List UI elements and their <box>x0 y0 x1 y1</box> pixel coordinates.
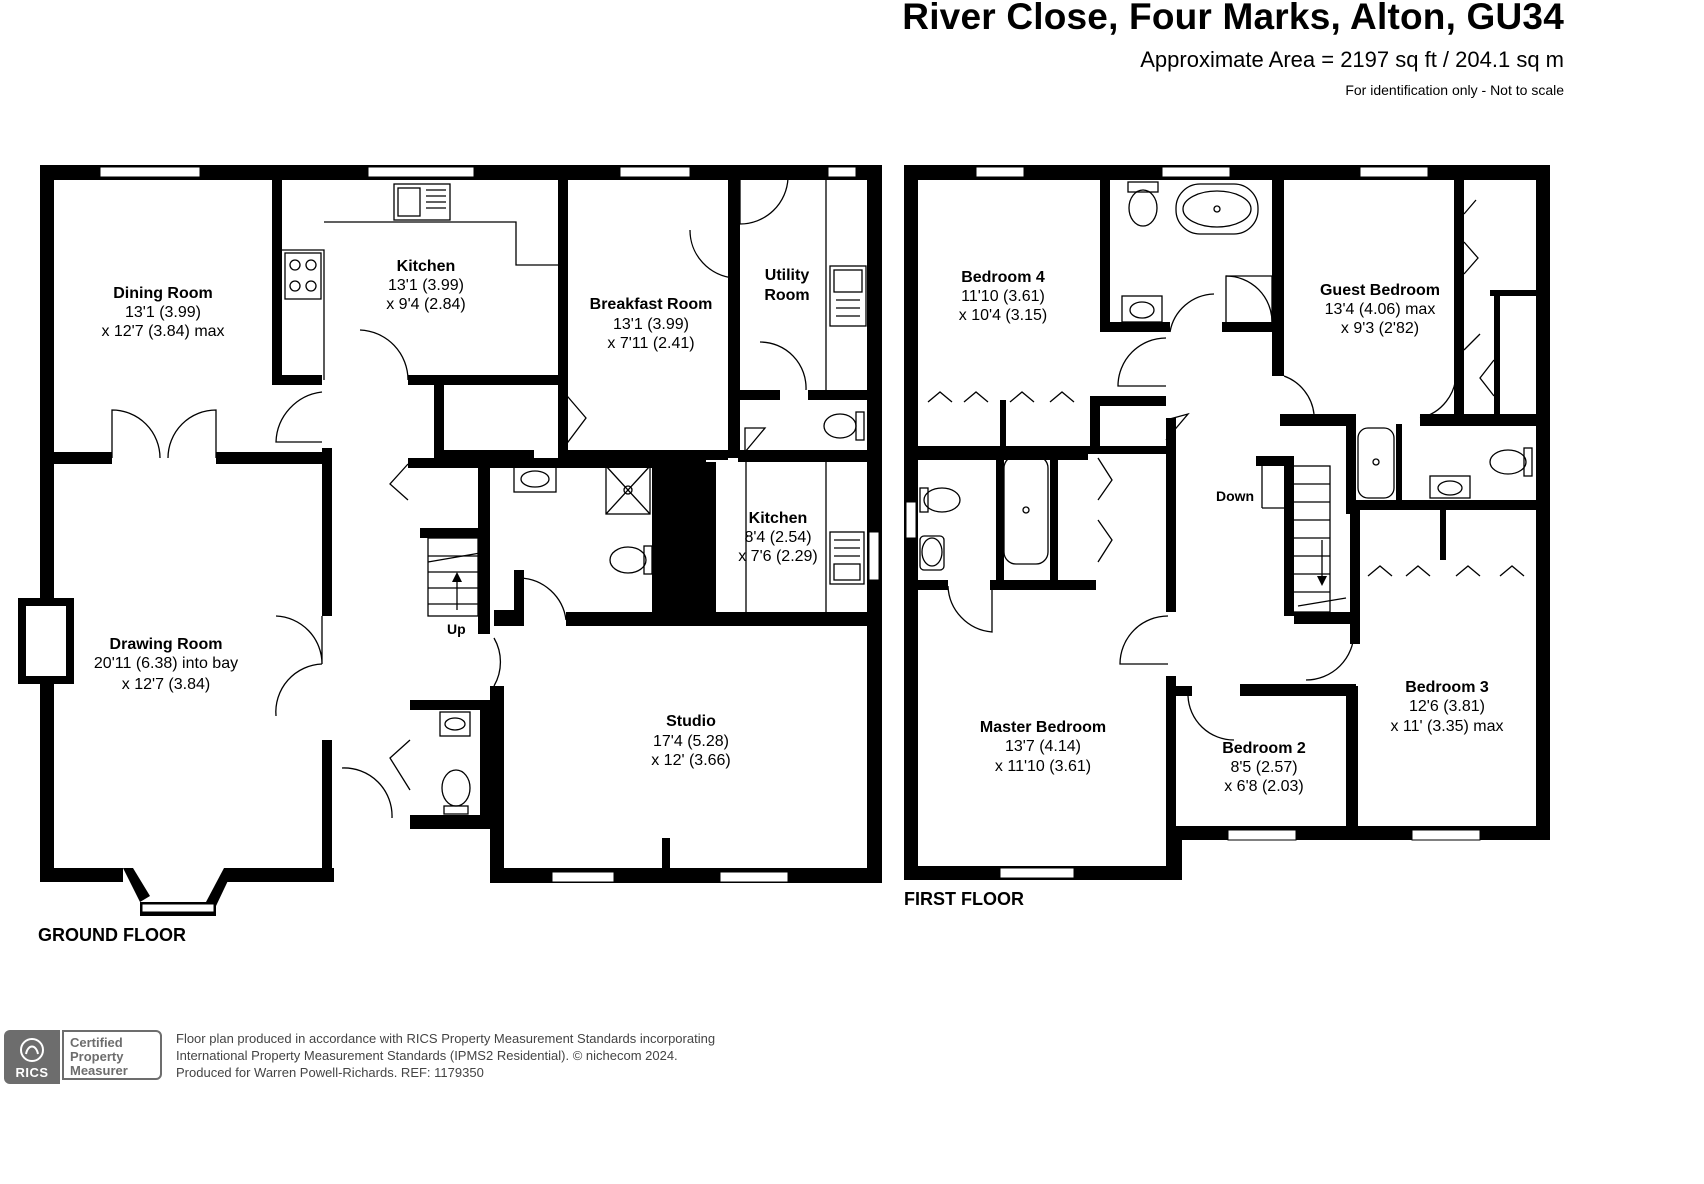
svg-text:Room: Room <box>764 287 809 304</box>
floor-plan-drawing: Dining Room 13'1 (3.99) x 12'7 (3.84) ma… <box>18 165 1550 945</box>
approximate-area: Approximate Area = 2197 sq ft / 204.1 sq… <box>1140 47 1564 72</box>
label-dining-room: Dining Room <box>113 285 213 302</box>
label-bedroom-4: Bedroom 4 <box>961 269 1045 286</box>
label-master-bedroom: Master Bedroom <box>980 719 1106 736</box>
dim-bedroom4-2: x 10'4 (3.15) <box>959 307 1047 324</box>
rics-crest-icon <box>20 1038 44 1062</box>
badge-line-2: Property <box>70 1049 124 1064</box>
label-room: Room <box>764 287 809 304</box>
dim-kitchen-1: 13'1 (3.99) <box>388 277 464 294</box>
svg-text:Dining Room: Dining Room <box>113 285 213 302</box>
label-kitchen-2: Kitchen <box>749 510 808 527</box>
svg-text:Studio: Studio <box>666 713 716 730</box>
label-kitchen: Kitchen <box>397 258 456 275</box>
dim-breakfast-2: x 7'11 (2.41) <box>607 335 694 352</box>
page-title: River Close, Four Marks, Alton, GU34 <box>902 0 1564 37</box>
rics-logo-text: RICS <box>15 1065 49 1080</box>
dim-dining-1: 13'1 (3.99) <box>125 304 201 321</box>
dim-studio-1: 17'4 (5.28) <box>653 733 729 750</box>
svg-text:Guest Bedroom: Guest Bedroom <box>1320 282 1440 299</box>
dim-drawing-1: 20'11 (6.38) into bay <box>94 655 238 672</box>
dim-dining-2: x 12'7 (3.84) max <box>101 323 224 340</box>
svg-text:Bedroom 3: Bedroom 3 <box>1405 679 1489 696</box>
svg-text:Kitchen: Kitchen <box>749 510 808 527</box>
dim-bedroom2-1: 8'5 (2.57) <box>1230 759 1297 776</box>
dim-bedroom3-1: 12'6 (3.81) <box>1409 698 1485 715</box>
dim-bedroom4-1: 11'10 (3.61) <box>961 288 1045 305</box>
stairs-up-label: Up <box>447 621 466 637</box>
label-bedroom-2: Bedroom 2 <box>1222 740 1306 757</box>
first-floor-walls <box>904 165 1550 880</box>
svg-text:Utility: Utility <box>765 267 810 284</box>
dim-guest-2: x 9'3 (2'82) <box>1341 320 1419 337</box>
badge-line-3: Measurer <box>70 1063 128 1078</box>
footer-line-3: Produced for Warren Powell-Richards. REF… <box>176 1065 484 1080</box>
dim-breakfast-1: 13'1 (3.99) <box>613 316 689 333</box>
svg-text:Kitchen: Kitchen <box>397 258 456 275</box>
dim-kitchen-2: x 9'4 (2.84) <box>386 296 466 313</box>
footer-credits: Floor plan produced in accordance with R… <box>176 1030 715 1081</box>
label-drawing-room: Drawing Room <box>110 636 223 653</box>
ground-floor-walls <box>18 165 882 916</box>
certified-measurer-text: Certified Property Measurer <box>62 1030 162 1080</box>
dim-drawing-2: x 12'7 (3.84) <box>122 676 210 693</box>
svg-text:Bedroom 4: Bedroom 4 <box>961 269 1045 286</box>
footer-line-2: International Property Measurement Stand… <box>176 1048 678 1063</box>
svg-text:Drawing Room: Drawing Room <box>110 636 223 653</box>
footer-line-1: Floor plan produced in accordance with R… <box>176 1031 716 1046</box>
rics-logo: RICS <box>4 1030 60 1084</box>
label-studio: Studio <box>666 713 716 730</box>
dim-kitchen2-1: 8'4 (2.54) <box>744 529 811 546</box>
label-utility: Utility <box>765 267 810 284</box>
label-breakfast-room: Breakfast Room <box>590 296 713 313</box>
first-floor-fixtures <box>919 181 1533 741</box>
room-labels: Dining Room 13'1 (3.99) x 12'7 (3.84) ma… <box>38 258 1504 945</box>
dim-master-1: 13'7 (4.14) <box>1005 738 1081 755</box>
scale-note: For identification only - Not to scale <box>1345 82 1564 98</box>
stairs-down-label: Down <box>1216 488 1254 504</box>
label-bedroom-3: Bedroom 3 <box>1405 679 1489 696</box>
rics-certified-badge: RICS Certified Property Measurer <box>4 1030 164 1084</box>
dim-guest-1: 13'4 (4.06) max <box>1325 301 1436 318</box>
ground-floor-fixtures <box>111 177 867 819</box>
dim-master-2: x 11'10 (3.61) <box>995 758 1091 775</box>
label-guest-bedroom: Guest Bedroom <box>1320 282 1440 299</box>
ground-floor-label: GROUND FLOOR <box>38 925 186 945</box>
dim-bedroom3-2: x 11' (3.35) max <box>1390 718 1503 735</box>
dim-studio-2: x 12' (3.66) <box>651 752 731 769</box>
svg-text:Bedroom 2: Bedroom 2 <box>1222 740 1306 757</box>
dim-bedroom2-2: x 6'8 (2.03) <box>1224 778 1304 795</box>
first-floor-label: FIRST FLOOR <box>904 889 1024 909</box>
svg-text:Breakfast Room: Breakfast Room <box>590 296 713 313</box>
badge-line-1: Certified <box>70 1035 123 1050</box>
svg-text:Master Bedroom: Master Bedroom <box>980 719 1106 736</box>
dim-kitchen2-2: x 7'6 (2.29) <box>738 548 818 565</box>
